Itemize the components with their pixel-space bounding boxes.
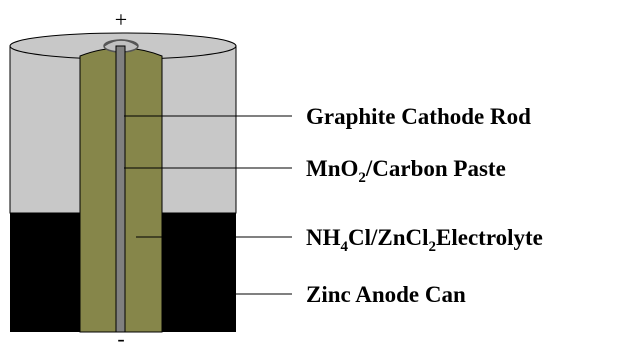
label-paste-sub-1: 2 xyxy=(358,170,366,186)
label-electrolyte-part-3: Electrolyte xyxy=(436,225,543,250)
label-electrolyte: NH4Cl/ZnCl2Electrolyte xyxy=(306,225,543,255)
negative-terminal-symbol: - xyxy=(117,326,124,347)
label-anode: Zinc Anode Can xyxy=(306,282,466,307)
label-electrolyte-part-2: Cl/ZnCl xyxy=(348,225,429,250)
label-cathode-rod: Graphite Cathode Rod xyxy=(306,104,531,129)
graphite-rod xyxy=(115,45,126,333)
label-paste: MnO2/Carbon Paste xyxy=(306,156,506,186)
label-electrolyte-sub-2: 2 xyxy=(429,239,437,255)
terminal-cap-dome xyxy=(103,39,139,47)
label-paste-part-1: MnO xyxy=(306,156,358,181)
label-electrolyte-part-1: NH xyxy=(306,225,341,250)
label-electrolyte-sub-1: 4 xyxy=(341,239,349,255)
label-paste-part-2: /Carbon Paste xyxy=(365,156,506,181)
positive-terminal-symbol: + xyxy=(115,7,127,32)
